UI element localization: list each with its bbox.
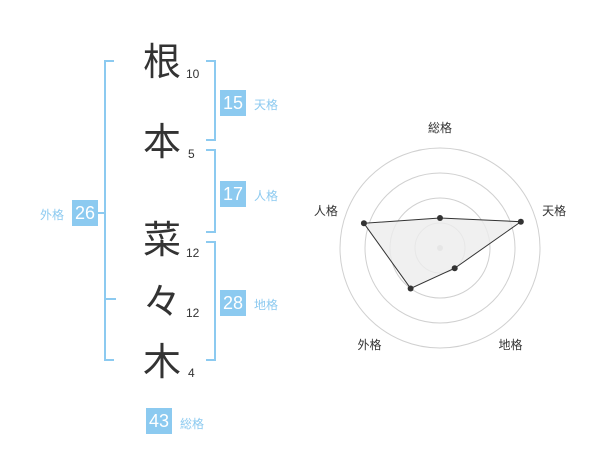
- name-char-4: 々: [142, 280, 181, 324]
- radar-point: [437, 215, 443, 221]
- name-char-3: 菜: [142, 218, 181, 262]
- stroke-count-1: 10: [186, 67, 200, 81]
- stroke-count-5: 4: [188, 366, 195, 380]
- radar-point: [360, 220, 367, 227]
- chikaku-bracket: [206, 241, 216, 361]
- tenkaku-score: 15: [220, 90, 246, 116]
- gaikaku-label: 外格: [40, 208, 65, 222]
- gaikaku-bracket-join: [98, 212, 106, 214]
- jinkaku-label: 人格: [254, 189, 279, 203]
- name-char-5: 木: [142, 340, 181, 384]
- tenkaku-bracket: [206, 60, 216, 141]
- radar-point: [517, 218, 524, 225]
- radar-axis-label: 総格: [428, 120, 452, 135]
- gaikaku-score: 26: [72, 200, 98, 226]
- radar-axis-label: 外格: [357, 337, 381, 352]
- stroke-count-2: 5: [188, 147, 195, 161]
- radar-axis-label: 地格: [499, 337, 523, 352]
- name-char-1: 根: [142, 40, 181, 84]
- radar-ring: [339, 147, 541, 349]
- radar-axis-label: 人格: [314, 203, 338, 218]
- radar-point: [451, 265, 458, 272]
- soukaku-label: 総格: [180, 417, 205, 431]
- radar-ring: [364, 172, 516, 324]
- soukaku-score: 43: [146, 408, 172, 434]
- stroke-count-4: 12: [186, 306, 200, 320]
- jinkaku-bracket: [206, 149, 216, 233]
- radar-point: [407, 285, 414, 292]
- stroke-count-3: 12: [186, 246, 200, 260]
- gaikaku-bracket-tick: [104, 298, 116, 300]
- chikaku-score: 28: [220, 290, 246, 316]
- gaikaku-bracket: [104, 60, 114, 361]
- name-char-2: 本: [142, 120, 181, 164]
- chikaku-label: 地格: [254, 298, 279, 312]
- radar-axis-label: 天格: [542, 203, 566, 218]
- tenkaku-label: 天格: [254, 98, 279, 112]
- jinkaku-score: 17: [220, 181, 246, 207]
- radar-shape: [362, 217, 523, 290]
